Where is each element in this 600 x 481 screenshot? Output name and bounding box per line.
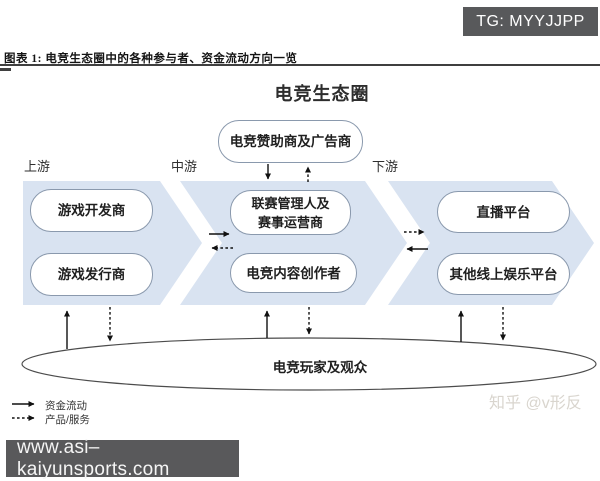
node-league-operators: 联赛管理人及 赛事运营商 — [230, 190, 351, 235]
zhihu-watermark: 知乎 @v形反 — [489, 395, 582, 412]
node-other-entertainment-platforms: 其他线上娱乐平台 — [437, 253, 570, 295]
stage-label-upstream: 上游 — [24, 159, 51, 174]
node-players-audience: 电竞玩家及观众 — [272, 360, 368, 375]
tg-contact-badge: TG: MYYJJPP — [463, 7, 598, 36]
stage-label-midstream: 中游 — [171, 159, 198, 174]
diagram-title: 电竞生态圈 — [274, 84, 370, 104]
node-game-publishers: 游戏发行商 — [30, 253, 153, 296]
caption-divider — [0, 64, 600, 66]
website-url: www.asi–kaiyunsports.com — [17, 436, 170, 480]
audience-ellipse — [21, 337, 597, 391]
website-banner: www.asi–kaiyunsports.com — [6, 437, 239, 480]
figure-caption: 图表 1: 电竞生态圈中的各种参与者、资金流动方向一览 — [4, 53, 298, 65]
node-streaming-platforms: 直播平台 — [437, 191, 570, 233]
node-content-creators: 电竞内容创作者 — [230, 253, 357, 293]
node-game-developers: 游戏开发商 — [30, 189, 153, 232]
legend-product-service-label: 产品/服务 — [45, 414, 90, 426]
node-sponsors-advertisers: 电竞赞助商及广告商 — [218, 120, 363, 163]
caption-divider-stub — [0, 68, 11, 71]
stage-label-downstream: 下游 — [372, 159, 399, 174]
legend-money-flow-label: 资金流动 — [45, 400, 87, 412]
